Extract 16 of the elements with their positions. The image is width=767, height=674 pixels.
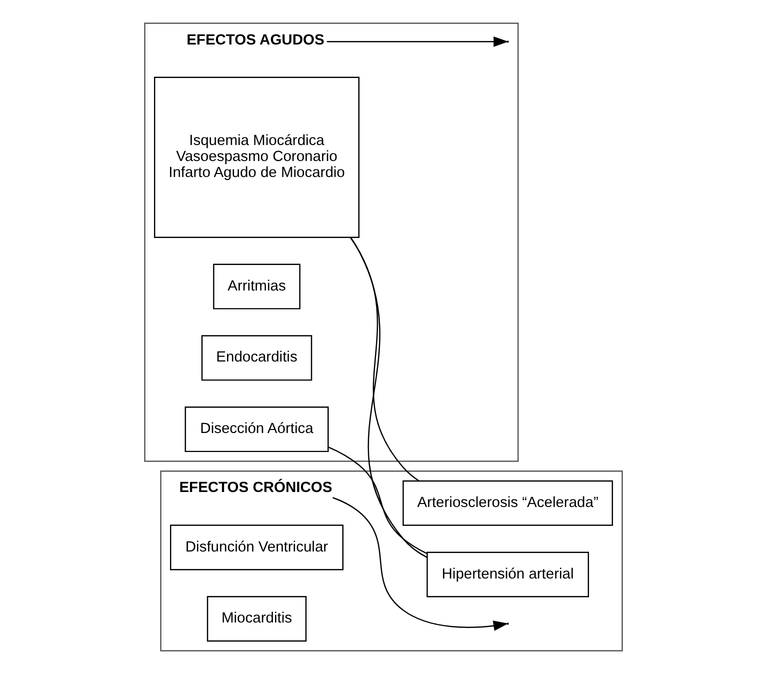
cluster [160, 470, 623, 652]
arrow [332, 497, 508, 631]
arrow [326, 36, 508, 47]
connector [328, 446, 428, 554]
node-box: Disección Aórtica [184, 406, 329, 452]
node-text: EFECTOS CRÓNICOS [179, 480, 332, 496]
node-box: Miocarditis [206, 596, 307, 642]
node-box: Disfunción Ventricular [170, 524, 344, 570]
node-box: Arteriosclerosis “Acelerada” [402, 480, 613, 526]
cluster [144, 22, 519, 462]
node-text: EFECTOS AGUDOS [186, 32, 324, 48]
node-box: Endocarditis [201, 335, 312, 381]
node-box: Arritmias [213, 264, 300, 310]
node-box: Isquemia Miocárdica Vasoespasmo Coronario Infarto Agudo de Miocardio [154, 76, 360, 238]
connector [350, 238, 428, 558]
node-box: Hipertensión arterial [426, 552, 589, 598]
